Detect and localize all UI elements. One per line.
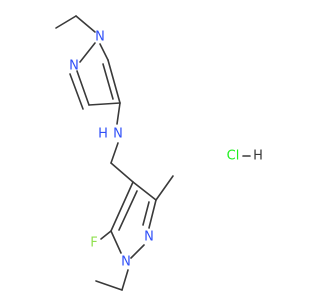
- bond-n1-c5-bottom: [110, 230, 122, 254]
- bond-c5-n1-top: [99, 43, 109, 61]
- atom-n2-top: N: [69, 59, 79, 74]
- atom-chlorine: Cl: [227, 149, 240, 164]
- bond-c3-n2-bottom-double: [142, 201, 150, 226]
- atom-n1-top: N: [95, 30, 105, 45]
- molecule-structure-diagram: N N N H N N F Cl H: [55, 15, 263, 291]
- bond-n1-ch2-bottom: [121, 269, 129, 291]
- amine-linker: [110, 102, 134, 183]
- atom-n1-bottom: N: [121, 255, 131, 270]
- bond-c4-nh: [116, 102, 121, 125]
- bond-c4-c3-bottom: [132, 181, 157, 201]
- atom-n-amine: N: [113, 127, 123, 142]
- bond-n1-n2-top: [79, 42, 96, 63]
- top-pyrazole-ring: [55, 15, 121, 110]
- atom-h-amine: H: [98, 127, 108, 142]
- atom-h-hcl: H: [253, 149, 263, 164]
- bond-c4-c5-top: [107, 59, 121, 104]
- bond-c3-c4-top: [88, 102, 121, 106]
- hydrochloride-salt: Cl H: [227, 149, 263, 164]
- bond-c4-c5-top-double: [102, 63, 114, 100]
- bond-c5-f: [100, 230, 112, 240]
- bond-ch2-c4-bottom: [110, 162, 134, 183]
- bond-c3-methyl: [155, 175, 174, 201]
- atom-fluorine: F: [90, 236, 97, 251]
- bond-n2-c3-top: [76, 70, 90, 106]
- bond-nh-ch2: [110, 142, 119, 164]
- atom-n2-bottom: N: [144, 230, 154, 245]
- bond-ethyl-ch2-n1-top: [75, 15, 96, 33]
- bond-c5-c4-bottom: [110, 181, 134, 232]
- bond-n2-c3-top-double: [69, 73, 84, 110]
- bond-ethyl-ch2-ch3-bottom: [95, 280, 123, 291]
- bottom-pyrazole-ring: [95, 175, 174, 291]
- bond-ethyl-ch3-ch2-top: [55, 15, 77, 29]
- bond-c5-c4-bottom-double: [118, 190, 138, 231]
- bond-c3-n2-bottom: [148, 199, 157, 229]
- bond-n2-n1-bottom: [130, 244, 145, 259]
